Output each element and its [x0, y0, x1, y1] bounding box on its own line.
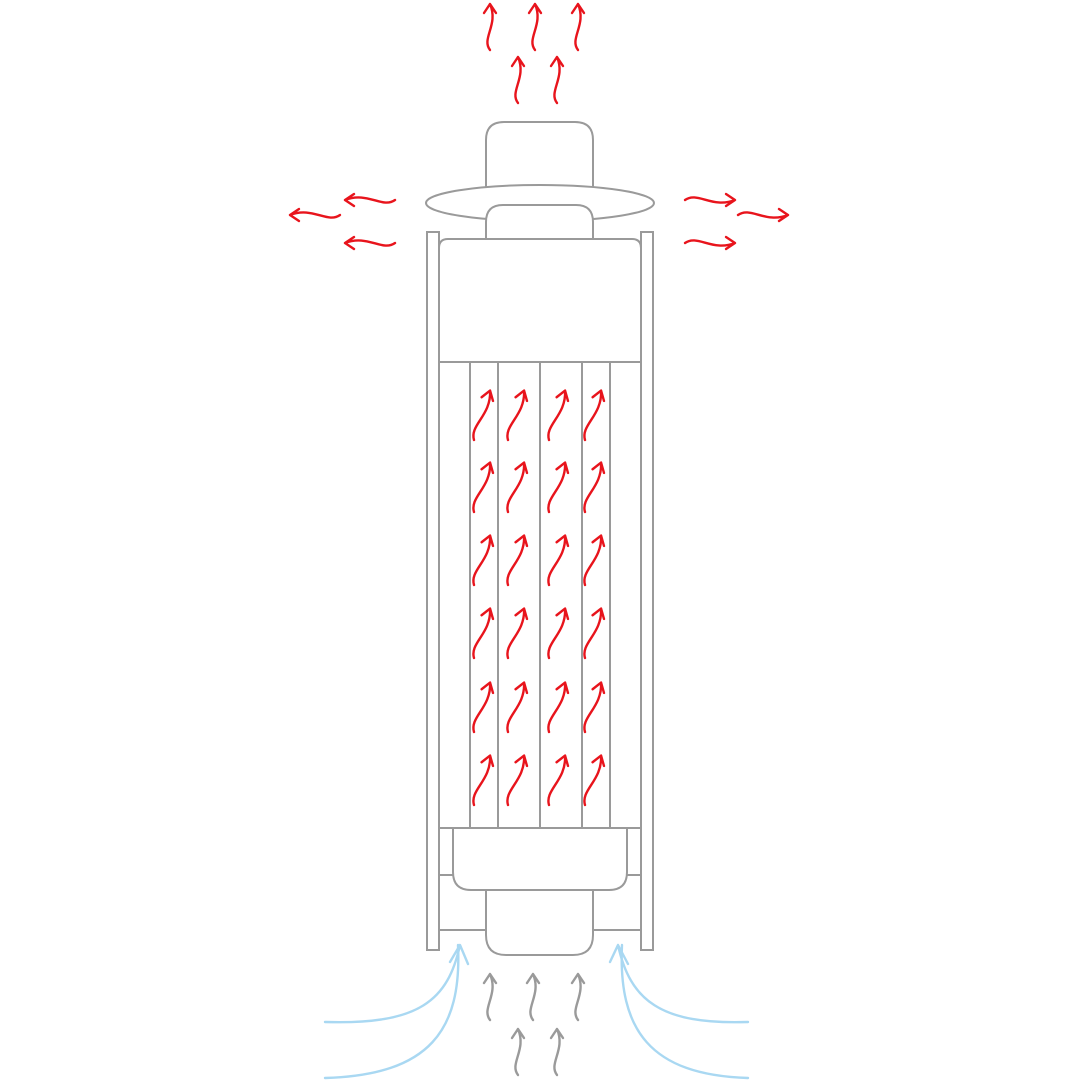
tube-hot-air-arrow-icon [547, 681, 570, 734]
cool-air-arrow-icon [608, 943, 750, 1024]
tube-hot-air-arrow-icon [583, 461, 606, 514]
hot-air-arrow-icon [527, 2, 543, 52]
tube-hot-air-arrow-icon [583, 607, 606, 660]
tube-hot-air-arrow-icon [506, 754, 529, 807]
intake-arrow-icon [525, 972, 541, 1022]
tube-hot-air-arrow-icon [583, 681, 606, 734]
tube-hot-air-arrow-icon [547, 754, 570, 807]
bottom-chamber [452, 827, 628, 891]
left-rail [426, 231, 440, 951]
intake-arrow-icon [482, 972, 498, 1022]
hot-air-arrow-icon [482, 2, 498, 52]
hot-air-arrow-icon [570, 2, 586, 52]
top-cap [485, 121, 594, 191]
tube-hot-air-arrow-icon [547, 461, 570, 514]
intake-arrow-icon [510, 1027, 526, 1077]
hot-air-arrow-icon [683, 192, 737, 208]
hot-air-arrow-icon [510, 55, 526, 105]
tube-hot-air-arrow-icon [583, 389, 606, 442]
tube-hot-air-arrow-icon [506, 461, 529, 514]
tube-dividers [439, 362, 641, 931]
tube-hot-air-arrow-icon [472, 461, 495, 514]
bottom-neck [485, 889, 594, 956]
tube-hot-air-arrow-icon [472, 754, 495, 807]
hot-air-arrow-icon [343, 235, 397, 251]
top-neck [485, 204, 594, 243]
tube-hot-air-arrow-icon [472, 607, 495, 660]
tube-hot-air-arrow-icon [472, 534, 495, 587]
heater-body [425, 121, 655, 956]
top-chamber [438, 238, 642, 363]
tube-hot-air-arrow-icon [506, 607, 529, 660]
intake-arrow-icon [570, 972, 586, 1022]
hot-air-arrow-icon [736, 207, 790, 223]
tube-hot-air-arrow-icon [506, 681, 529, 734]
tube-hot-air-arrow-icon [472, 681, 495, 734]
cool-air-arrow-icon [620, 943, 750, 1080]
tube-hot-air-arrow-icon [472, 389, 495, 442]
cool-air-arrow-icon [323, 943, 470, 1024]
hot-air-arrow-icon [683, 235, 737, 251]
tube-hot-air-arrow-icon [506, 389, 529, 442]
hot-air-arrow-icon [288, 207, 342, 223]
airflow-arrows [288, 2, 790, 1080]
hot-air-arrow-icon [549, 55, 565, 105]
tube-hot-air-arrow-icon [583, 534, 606, 587]
tube-hot-air-arrow-icon [583, 754, 606, 807]
hot-air-arrow-icon [343, 192, 397, 208]
tube-hot-air-arrow-icon [506, 534, 529, 587]
tube-hot-air-arrow-icon [547, 389, 570, 442]
tube-hot-air-arrow-icon [547, 607, 570, 660]
right-rail [640, 231, 654, 951]
tube-hot-air-arrow-icon [547, 534, 570, 587]
cool-air-arrow-icon [323, 943, 460, 1080]
intake-arrow-icon [549, 1027, 565, 1077]
